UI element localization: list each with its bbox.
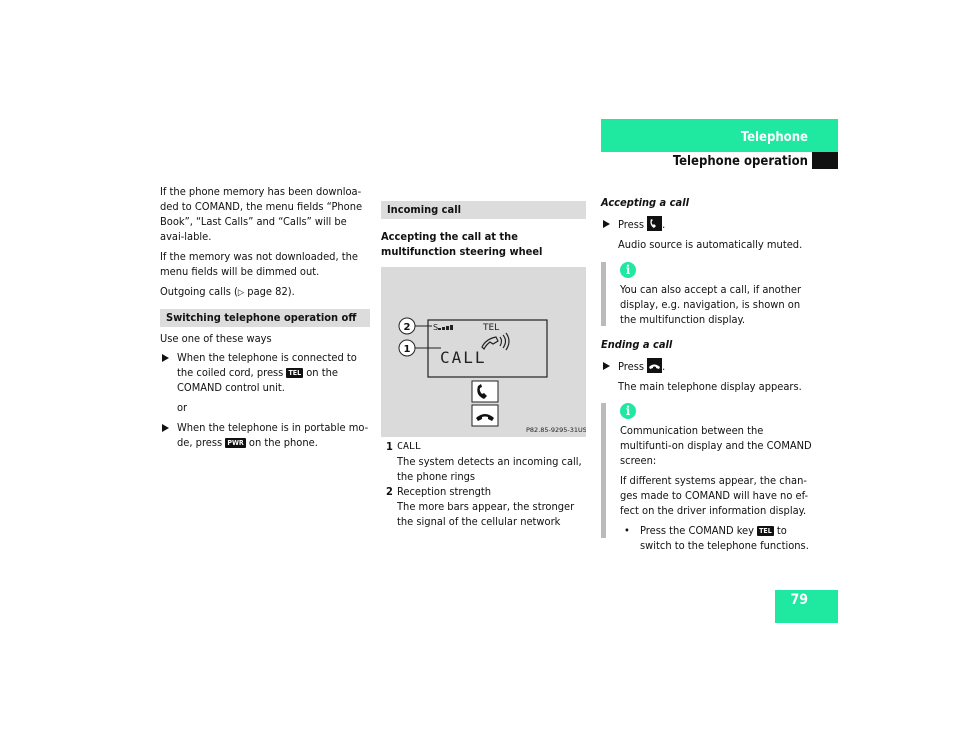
bullet-coiled-cord: When the telephone is connected to the c… [160, 350, 370, 395]
info-box-accept: i You can also accept a call, if another… [601, 262, 816, 326]
end-heading: Ending a call [601, 338, 673, 351]
accept-note: Audio source is automatically muted. [618, 238, 803, 251]
info-icon: i [620, 262, 636, 278]
section-switching-off: Switching telephone operation off [160, 309, 370, 327]
subheading-steering-wheel: Accepting the call at the multifunction … [381, 230, 543, 258]
bullet1-text-end: on the COMAND control unit. [177, 366, 338, 394]
paragraph-dimmed: If the memory was not downloaded, the me… [160, 250, 358, 278]
accept-step: Press . [601, 216, 816, 232]
outgoing-text: Outgoing calls ( [160, 285, 238, 298]
info2-bullet: Press the COMAND key TEL to switch to th… [620, 523, 816, 553]
bullet1-text: When the telephone is connected to the c… [177, 351, 357, 379]
column-right: Accepting a call Press . Audio source is… [601, 195, 816, 252]
info-icon: i [620, 403, 636, 419]
accept-call-button-icon [477, 384, 487, 399]
info1-text: You can also accept a call, if another d… [620, 283, 802, 326]
column-left: If the phone memory has been downloa-ded… [160, 184, 370, 450]
info2-text1: Communication between the multifunti-on … [620, 424, 812, 467]
accept-call-icon [647, 216, 663, 231]
legend-title-1: CALL [397, 441, 422, 452]
info2-text2: If different systems appear, the chan-ge… [620, 474, 809, 517]
legend-item-2: 2 Reception strength The more bars appea… [381, 484, 589, 529]
header-bar: Telephone [601, 119, 838, 152]
tel-key-icon: TEL [286, 368, 304, 378]
use-text: Use one of these ways [160, 332, 272, 345]
end-step: Press . [601, 358, 816, 374]
screen-tel-label: TEL [482, 323, 499, 333]
legend-title-2: Reception strength [397, 485, 492, 498]
end-press-text: Press [618, 360, 648, 373]
accept-after-text: . [662, 218, 666, 231]
end-call-icon [647, 358, 663, 373]
legend-num-2: 2 [386, 485, 393, 498]
callout-2: 2 [404, 322, 411, 333]
page-ref-arrow-icon: ▷ [237, 288, 245, 298]
end-note: The main telephone display appears. [618, 380, 802, 393]
header-title: Telephone [740, 130, 808, 145]
display-illustration: S TEL CALL 2 1 P82.85-9295-31US [398, 317, 587, 434]
ending-section: Ending a call Press . The main telephone… [601, 337, 816, 394]
screen-s-label: S [433, 323, 438, 332]
page-number: 79 [790, 592, 808, 608]
ringing-phone-icon [481, 332, 510, 351]
pwr-key-icon: PWR [225, 438, 246, 448]
section-incoming-call: Incoming call [381, 201, 586, 219]
bullet-portable: When the telephone is in portable mo-de,… [160, 420, 370, 450]
legend-text-2: The more bars appear, the stronger the s… [397, 500, 575, 528]
or-text: or [177, 401, 188, 414]
figure-legend: 1 CALL The system detects an incoming ca… [381, 439, 589, 529]
legend-num-1: 1 [386, 440, 393, 453]
tel-key-icon: TEL [757, 526, 774, 536]
paragraph-memory: If the phone memory has been downloa-ded… [160, 185, 363, 243]
bullet2-text: When the telephone is in portable mo-de,… [177, 421, 369, 449]
legend-item-1: 1 CALL The system detects an incoming ca… [381, 439, 589, 484]
end-call-button-icon [476, 414, 494, 421]
figure-code: P82.85-9295-31US [526, 426, 586, 434]
accept-press-text: Press [618, 218, 648, 231]
page-ref-link[interactable]: page 82). [244, 285, 295, 298]
header-subtitle: Telephone operation [672, 154, 808, 169]
header-marker [812, 152, 838, 169]
paragraph-outgoing: Outgoing calls (▷ page 82). [160, 284, 370, 301]
info-box-communication: i Communication between the multifunti-o… [601, 403, 816, 552]
info2-bullet-text-end: to switch to the telephone functions. [640, 524, 809, 552]
accept-heading: Accepting a call [601, 196, 689, 209]
screen-call-label: CALL [440, 348, 487, 367]
info2-bullet-text: Press the COMAND key [640, 524, 758, 537]
legend-text-1: The system detects an incoming call, the… [397, 455, 582, 483]
end-after-text: . [662, 360, 666, 373]
figure-multifunction-display: S TEL CALL 2 1 P82.85-9295-31US [381, 267, 587, 437]
page-number-box: 79 [775, 590, 838, 623]
bullet2-text-end: on the phone. [245, 436, 318, 449]
callout-1: 1 [404, 344, 411, 355]
column-middle: Incoming call Accepting the call at the … [381, 201, 586, 259]
